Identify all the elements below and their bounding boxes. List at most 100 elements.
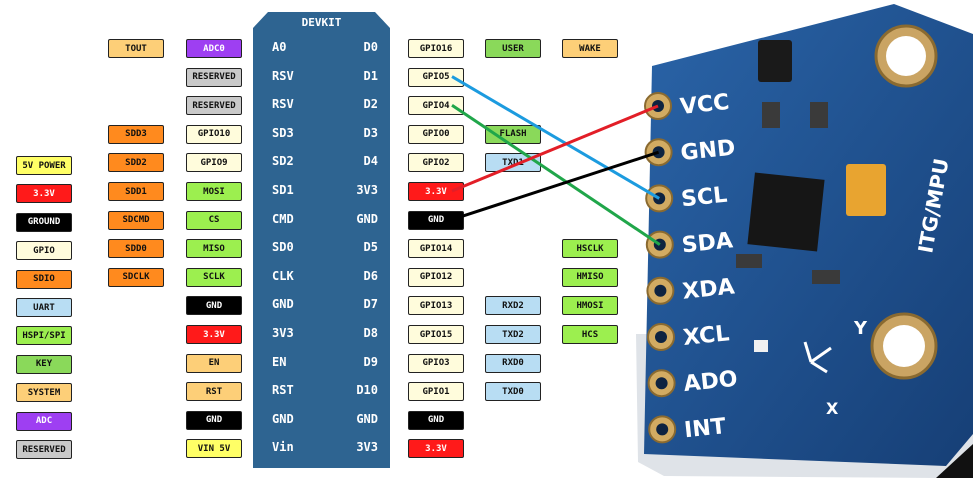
board-pin-right: D4 (363, 154, 378, 169)
smd-component-4 (812, 270, 840, 284)
legend-item-system: SYSTEM (16, 383, 72, 403)
legend-item-sdio: SDIO (16, 269, 72, 289)
board-pin-left: EN (272, 354, 287, 369)
board-pin-left: CLK (272, 268, 294, 283)
board-pin-left: SD2 (272, 154, 294, 169)
board-pin-right: 3V3 (356, 440, 378, 455)
board-pin-right: D5 (363, 240, 378, 255)
board-pin-left: RSV (272, 68, 294, 83)
pin-label-system: TOUT (108, 39, 164, 58)
pin-label-system: WAKE (562, 39, 618, 58)
legend-item-ground: GROUND (16, 212, 72, 232)
board-pin-right: D1 (363, 68, 378, 83)
board-pin-right: GND (356, 211, 378, 226)
legend-item-adc: ADC (16, 411, 72, 431)
legend-item-v33: 3.3V (16, 184, 72, 204)
pin-label-reserved: RESERVED (186, 67, 242, 87)
module-shadow (936, 444, 973, 478)
sensor-pin-label: INT (683, 414, 727, 443)
pin-label-ground: GND (408, 410, 464, 430)
regulator-chip (758, 40, 792, 82)
sensor-pad-hole (655, 377, 668, 390)
sensor-pin-label: XDA (681, 274, 736, 304)
board-pin-left: SD1 (272, 183, 294, 197)
pin-label-gpio: GPIO15 (408, 325, 464, 344)
board-pin-left: 3V3 (272, 326, 294, 340)
pin-label-uart: TXD1 (485, 153, 541, 173)
board-title: DEVKIT (301, 16, 342, 29)
board-pin-left: SD3 (272, 125, 294, 140)
pin-label-gpio: GPIO2 (408, 153, 464, 173)
pin-label-ground: GND (186, 410, 242, 430)
legend-item-uart: UART (16, 298, 72, 317)
pin-label-hspi: MOSI (186, 182, 242, 201)
pin-label-ground: GND (186, 296, 242, 316)
pin-label-power: VIN 5V (186, 439, 242, 459)
board-pin-left: RST (272, 383, 294, 398)
pin-label-sdio: SDCLK (108, 267, 164, 287)
pin-label-sdio: SDD1 (108, 182, 164, 201)
pin-label-key: USER (485, 39, 541, 58)
smd-component-1 (810, 102, 828, 128)
board-pin-right: D10 (356, 383, 378, 398)
pin-label-hspi: HMISO (562, 267, 618, 287)
pin-label-v33: 3.3V (186, 325, 242, 344)
sensor-pad-hole (656, 423, 669, 436)
sensor-pin-label: ADO (682, 367, 738, 398)
pin-label-uart: RXD2 (485, 296, 541, 316)
board-pin-right: D2 (363, 97, 378, 112)
board-pin-right: 3V3 (356, 183, 378, 197)
wire-red (451, 104, 659, 193)
pin-label-system: RST (186, 382, 242, 402)
wire-blue (451, 75, 660, 200)
pin-label-v33: 3.3V (408, 439, 464, 459)
pin-label-gpio: GPIO12 (408, 267, 464, 287)
board-pin-left: A0 (272, 40, 287, 54)
board-pin-right: GND (356, 411, 378, 426)
pin-label-gpio: GPIO4 (408, 96, 464, 116)
board-pin-left: GND (272, 411, 294, 426)
pin-label-sdio: SDCMD (108, 210, 164, 230)
pin-label-ground: GND (408, 210, 464, 230)
sensor-pin-label: VCC (679, 90, 731, 120)
board-pin-left: RSV (272, 97, 294, 112)
pin-label-reserved: RESERVED (186, 96, 242, 116)
legend-item-gpio: GPIO (16, 241, 72, 261)
mount-hole-bottom-inner (883, 325, 925, 367)
pin-label-uart: TXD2 (485, 325, 541, 344)
pin-label-gpio: GPIO14 (408, 239, 464, 259)
sensor-pad-hole (655, 331, 667, 343)
pin-label-hspi: MISO (186, 239, 242, 259)
mount-hole-top-inner (886, 36, 926, 76)
devkit-board (253, 12, 390, 468)
board-pin-right: D0 (363, 40, 378, 54)
pin-label-uart: TXD0 (485, 382, 541, 402)
pin-label-hspi: HSCLK (562, 239, 618, 259)
smd-component-3 (736, 254, 762, 268)
pin-label-gpio: GPIO5 (408, 67, 464, 87)
axis-arrow-icon (803, 341, 832, 374)
mpu-chip (747, 172, 825, 252)
pin-label-hspi: CS (186, 210, 242, 230)
board-pin-right: D8 (363, 326, 378, 340)
axis-label-x: X (826, 399, 839, 418)
board-pin-left: SD0 (272, 240, 294, 255)
pin-label-v33: 3.3V (408, 182, 464, 201)
pin-label-gpio: GPIO16 (408, 39, 464, 58)
sensor-pin-label: SDA (681, 228, 734, 258)
pin-label-gpio: GPIO10 (186, 124, 242, 144)
axis-label-y: Y (853, 318, 868, 339)
board-pin-right: D7 (363, 297, 378, 312)
legend-item-hspi: HSPI/SPI (16, 326, 72, 346)
wire-green (451, 103, 661, 246)
pin-label-gpio: GPIO1 (408, 382, 464, 402)
pin-label-hspi: HMOSI (562, 296, 618, 316)
sensor-pad-hole (654, 284, 667, 297)
legend-item-power: 5V POWER (16, 156, 72, 175)
pin-label-sdio: SDD2 (108, 153, 164, 173)
capacitor-tantalum (846, 164, 886, 216)
pin-label-gpio: GPIO9 (186, 153, 242, 173)
board-pin-left: CMD (272, 211, 294, 226)
